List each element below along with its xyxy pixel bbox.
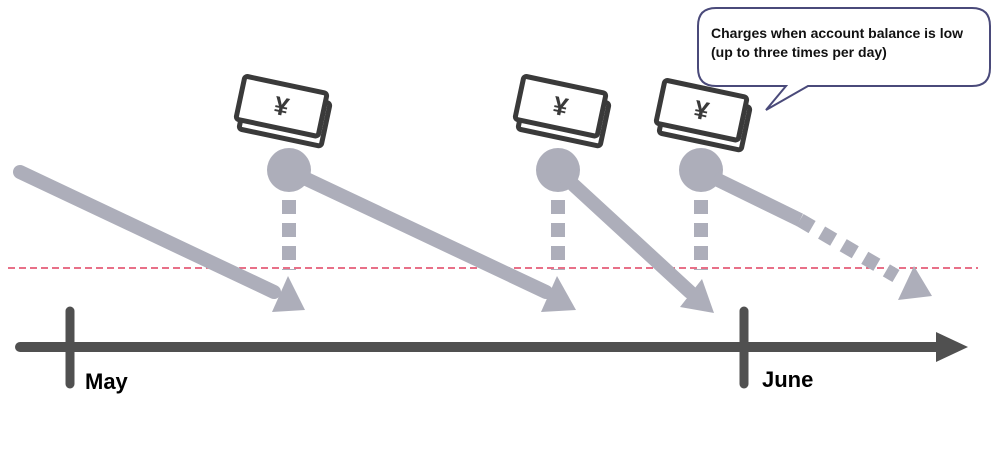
callout-text: Charges when account balance is low (up … bbox=[711, 24, 986, 62]
balance-decline-segment bbox=[13, 165, 305, 312]
callout-line-1: Charges when account balance is low bbox=[711, 25, 964, 41]
balance-decline-projected-segment bbox=[710, 171, 932, 300]
yen-bill-icon: ¥ bbox=[512, 74, 612, 149]
month-label-june: June bbox=[762, 367, 814, 392]
top-up-point bbox=[679, 148, 723, 270]
yen-bill-icon: ¥ bbox=[653, 78, 753, 153]
balance-decline-segment bbox=[559, 171, 714, 313]
callout-bubble bbox=[697, 7, 991, 111]
yen-symbol: ¥ bbox=[271, 90, 292, 122]
timeline-axis bbox=[15, 332, 968, 362]
top-up-point bbox=[267, 148, 311, 270]
callout-line-2: (up to three times per day) bbox=[711, 44, 887, 60]
top-up-point bbox=[536, 148, 580, 270]
yen-bill-icon: ¥ bbox=[233, 74, 333, 149]
yen-symbol: ¥ bbox=[691, 94, 712, 126]
balance-decline-segment bbox=[293, 169, 576, 312]
yen-symbol: ¥ bbox=[550, 90, 571, 122]
month-label-may: May bbox=[85, 369, 128, 394]
